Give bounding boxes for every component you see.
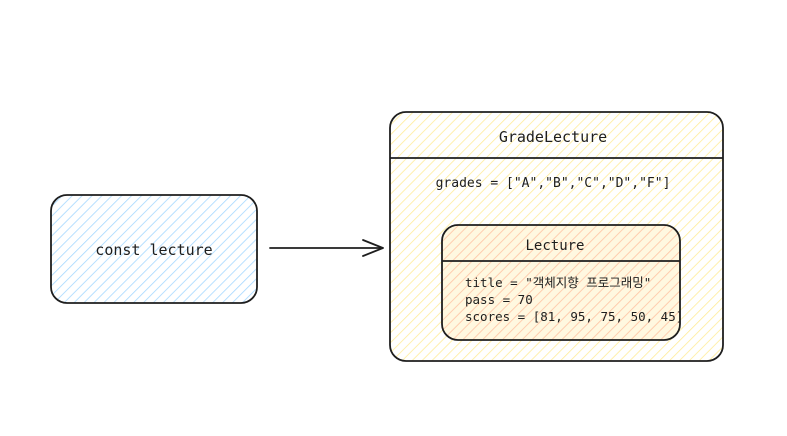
inner-class-field-title: title = "객체지향 프로그래밍" bbox=[465, 275, 651, 290]
inner-class-field-scores: scores = [81, 95, 75, 50, 45] bbox=[465, 309, 683, 324]
inner-class-shape bbox=[441, 224, 681, 341]
outer-class-field: grades = ["A","B","C","D","F"] bbox=[436, 176, 671, 191]
inner-class-box: Lecture title = "객체지향 프로그래밍" pass = 70 s… bbox=[441, 224, 683, 341]
variable-box-shape bbox=[50, 194, 258, 304]
inner-class-title: Lecture bbox=[525, 238, 584, 254]
variable-box: const lecture bbox=[50, 194, 258, 304]
reference-arrow bbox=[269, 239, 384, 257]
variable-box-label: const lecture bbox=[95, 241, 212, 259]
outer-class-title: GradeLecture bbox=[499, 128, 607, 146]
arrow-head bbox=[362, 239, 384, 257]
inner-class-field-pass: pass = 70 bbox=[465, 292, 533, 307]
